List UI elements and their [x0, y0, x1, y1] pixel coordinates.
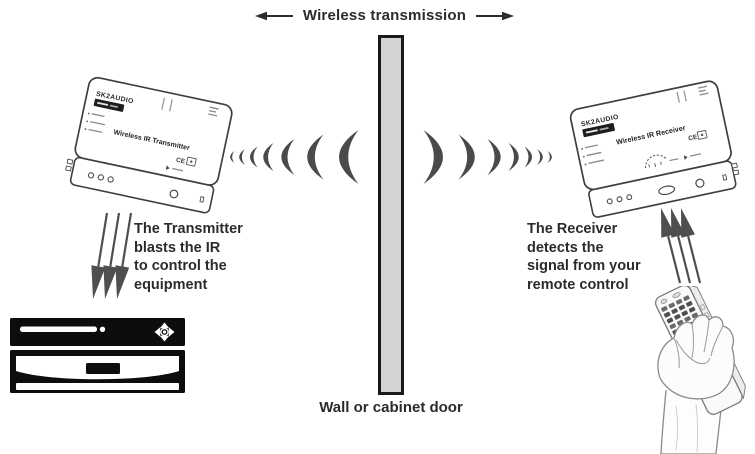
right-arrow-icon	[476, 11, 515, 20]
micro-text-lines	[161, 97, 219, 117]
remote-button	[661, 306, 668, 312]
header: Wireless transmission	[0, 7, 755, 24]
wave-arc	[339, 130, 359, 184]
transmitter-ce-mark: CE	[175, 157, 186, 166]
dpad-control-icon	[154, 322, 175, 342]
wave-arc	[547, 151, 552, 163]
remote-button	[678, 304, 686, 311]
arrow-shaft	[109, 212, 121, 267]
remote-button	[666, 317, 674, 324]
remote-button	[681, 310, 689, 317]
caption-line: equipment	[134, 276, 208, 293]
remote-button	[668, 302, 676, 309]
wave-arc	[508, 143, 519, 171]
wave-arc	[487, 139, 501, 175]
caption-line: signal from your	[527, 258, 641, 274]
receiver-device: SK2AUDIO Wireless IR Receiver	[569, 80, 740, 218]
vent-stripe	[16, 383, 179, 390]
caption-line: The Receiver	[527, 221, 618, 237]
arrow-shaft	[677, 235, 692, 284]
arrow-shaft	[97, 212, 109, 267]
remote-button	[688, 306, 696, 313]
front-panel-ports	[87, 172, 205, 203]
caption-line: The Transmitter	[134, 221, 243, 237]
caption-line: remote control	[527, 276, 629, 293]
arrow-shaft	[687, 235, 702, 284]
activity-led-labels	[581, 144, 605, 166]
caption-line: detects the	[527, 239, 604, 256]
wave-arc	[423, 130, 443, 184]
disc-player-unit	[10, 318, 185, 346]
wave-arc	[307, 134, 324, 180]
wave-arc	[458, 134, 475, 180]
caption-line: to control the	[134, 258, 227, 274]
receiver-ce-mark: CE	[688, 134, 699, 143]
transmitter-caption: The Transmitter blasts the IR to control…	[134, 220, 243, 294]
power-dot	[99, 326, 106, 332]
hand-outline	[657, 314, 735, 400]
io-port-labels	[84, 112, 105, 134]
wave-arc	[537, 149, 543, 165]
left-arrow-icon	[254, 11, 293, 20]
caption-line: blasts the IR	[134, 239, 221, 256]
remote-button	[663, 311, 671, 318]
remote-button	[683, 295, 690, 302]
wave-arcs-left	[230, 130, 359, 184]
pair-marker	[165, 165, 184, 172]
receiver-top-face	[569, 80, 732, 191]
remote-button	[684, 316, 691, 322]
remote-side-button	[699, 303, 706, 311]
arrow-shaft	[667, 235, 682, 284]
transmitter-model-badge	[93, 98, 125, 112]
arrow-head	[103, 265, 118, 299]
receiver-caption: The Receiver detects the signal from you…	[527, 220, 641, 294]
remote-button	[671, 308, 678, 314]
wall-label: Wall or cabinet door	[319, 399, 463, 416]
ir-blast-arrows	[91, 212, 133, 299]
remote-button	[669, 323, 677, 330]
wave-arc	[281, 139, 295, 175]
display-window	[86, 363, 120, 374]
remote-button	[675, 298, 683, 305]
finger-lines	[673, 319, 724, 369]
wave-arc	[524, 146, 533, 168]
receiver-right-cap-ports	[731, 162, 740, 176]
wave-arcs-right	[423, 130, 552, 184]
micro-text-lines	[676, 85, 709, 103]
hand-with-remote	[654, 286, 746, 454]
disc-slot	[20, 326, 97, 332]
wall-bar	[378, 35, 404, 395]
arrow-shaft	[121, 212, 133, 267]
certification-box-icon	[696, 129, 708, 140]
arrow-head	[91, 265, 106, 299]
diagram-title: Wireless transmission	[302, 7, 467, 24]
transmitter-left-cap-ports	[65, 158, 74, 172]
arrow-head	[115, 265, 130, 299]
ir-sensor-icon	[645, 154, 679, 169]
receiver-model-badge	[582, 123, 615, 138]
av-equipment	[10, 318, 185, 393]
certification-box-icon	[185, 156, 197, 167]
transmitter-device: SK2AUDIO Wireless IR Transmitter CE	[65, 76, 233, 214]
front-panel-ports	[606, 174, 728, 205]
wave-arc	[249, 146, 258, 168]
remote-button	[674, 313, 681, 320]
wave-arc	[263, 143, 274, 171]
remote-button	[686, 301, 693, 307]
pair-marker	[683, 153, 701, 160]
